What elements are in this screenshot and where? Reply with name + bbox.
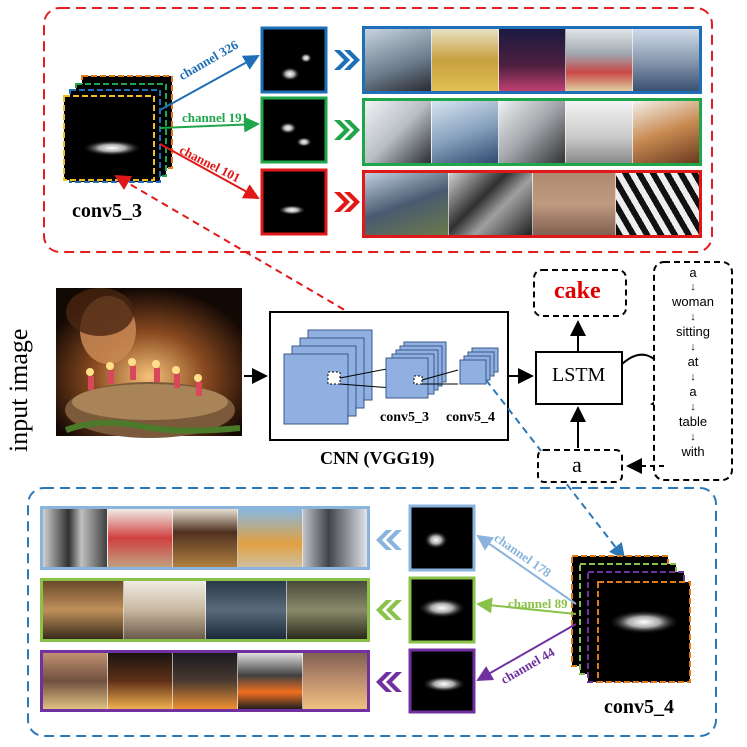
output-word-box [533, 269, 627, 317]
bottom-channel-map-44 [408, 648, 476, 714]
conv5-4-feature-cube [571, 555, 691, 683]
bottom-channel-map-89 [408, 576, 476, 644]
bottom-panel-frame [27, 487, 717, 737]
small-down-arrow-icon: ↓ [690, 311, 696, 323]
arrow-channel-44 [476, 623, 577, 681]
arrow-channel-326 [159, 55, 260, 111]
input-word: a [572, 452, 582, 477]
double-chevron-left-icon [376, 530, 402, 550]
channel-label-89: channel 89 [508, 596, 568, 611]
link-conv5-3 [114, 174, 407, 347]
output-word: cake [554, 278, 601, 304]
lstm-label: LSTM [552, 364, 606, 386]
input-image-label: input image [4, 328, 33, 452]
bottom-strip-channel-89 [40, 578, 370, 642]
arrow-channel-101 [159, 143, 260, 199]
top-layer-label: conv5_3 [72, 200, 142, 222]
top-channel-map-326 [260, 26, 328, 94]
bottom-strip-channel-44 [40, 650, 370, 712]
cnn-receptive-field [327, 367, 393, 389]
caption-word-list: a ↓ woman ↓ sitting ↓ at ↓ a ↓ table ↓ w… [656, 266, 730, 460]
caption-box [653, 261, 733, 481]
bottom-channel-map-178 [408, 504, 476, 572]
bottom-strip-channel-178 [40, 506, 370, 570]
top-panel-frame [43, 7, 713, 253]
small-down-arrow-icon: ↓ [690, 401, 696, 413]
top-channel-map-191 [260, 96, 328, 164]
double-chevron-left-icon [376, 672, 402, 692]
small-down-arrow-icon: ↓ [690, 431, 696, 443]
channel-label-191: channel 191 [182, 110, 249, 125]
double-chevron-left-icon [376, 600, 402, 620]
caption-word: a [689, 384, 697, 399]
cnn-conv5-4-label: conv5_4 [446, 410, 495, 425]
double-chevron-right-icon [334, 120, 360, 140]
small-down-arrow-icon: ↓ [690, 281, 696, 293]
arrow-channel-89 [476, 597, 577, 615]
input-image [56, 288, 242, 438]
cnn-conv5-4-stack [459, 347, 499, 385]
input-word-box [537, 449, 623, 483]
caption-word: with [681, 444, 705, 459]
top-strip-channel-191 [362, 98, 702, 166]
double-chevron-right-icon [334, 192, 360, 212]
bottom-layer-label: conv5_4 [604, 696, 674, 718]
cnn-input-layer-stack [283, 329, 373, 425]
caption-word: sitting [676, 324, 710, 339]
double-chevron-right-icon [334, 50, 360, 70]
cnn-conv5-3-label: conv5_3 [380, 410, 429, 425]
lstm-box [535, 351, 623, 405]
arrow-channel-191 [159, 116, 260, 133]
arrow-channel-178 [476, 534, 577, 605]
caption-word: table [678, 414, 708, 429]
caption-word: at [687, 354, 699, 369]
top-strip-channel-101 [362, 170, 702, 238]
caption-word: a [689, 265, 697, 280]
top-channel-map-101 [260, 168, 328, 236]
small-down-arrow-icon: ↓ [690, 371, 696, 383]
caption-word: woman [672, 294, 714, 309]
cnn-receptive-field-2 [413, 369, 459, 385]
conv5-3-feature-cube [63, 75, 173, 183]
cnn-title: CNN (VGG19) [320, 448, 435, 468]
small-down-arrow-icon: ↓ [690, 341, 696, 353]
top-strip-channel-326 [362, 26, 702, 94]
